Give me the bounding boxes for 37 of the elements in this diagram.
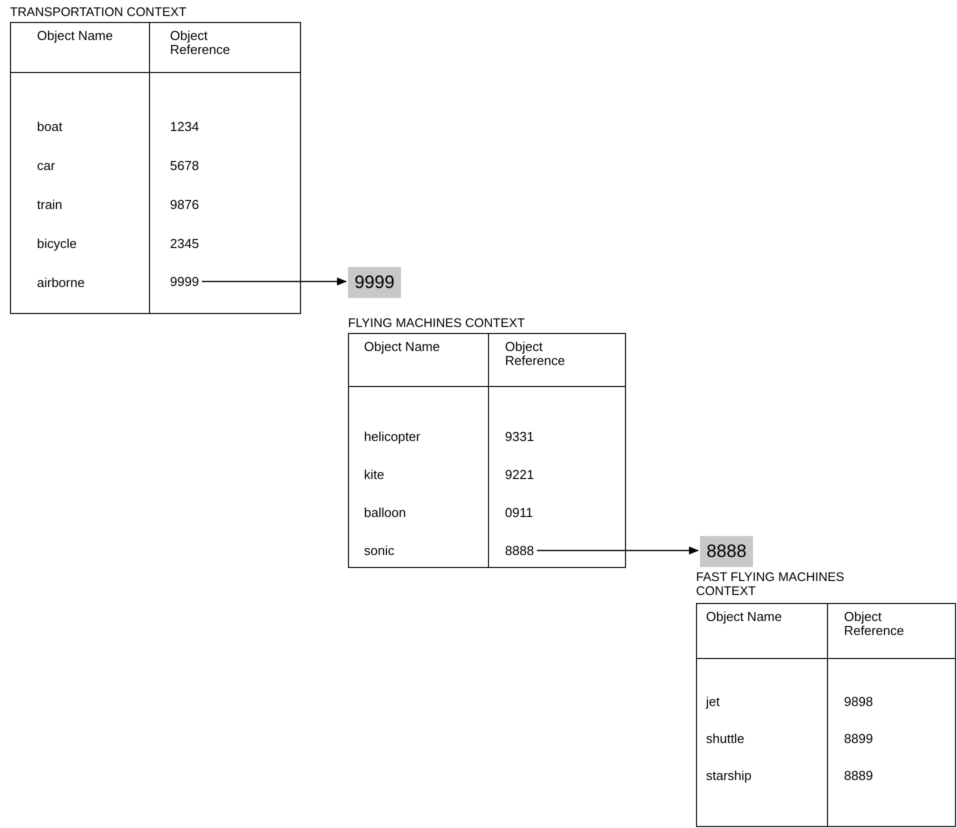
object-reference: 0911 xyxy=(505,505,533,520)
object-name: airborne xyxy=(37,275,85,290)
reference-label: 9999 xyxy=(348,267,401,298)
object-name: sonic xyxy=(364,543,394,558)
object-reference: 9331 xyxy=(505,429,534,444)
context-heading: FLYING MACHINES CONTEXT xyxy=(348,316,525,330)
object-reference: 1234 xyxy=(170,119,199,134)
object-name: train xyxy=(37,197,62,212)
object-name: car xyxy=(37,158,56,173)
object-name: boat xyxy=(37,119,62,134)
object-reference: 9876 xyxy=(170,197,199,212)
object-reference: 2345 xyxy=(170,236,199,251)
object-name: bicycle xyxy=(37,236,77,251)
object-name: jet xyxy=(706,694,720,709)
arrow xyxy=(536,546,699,554)
arrow xyxy=(202,278,347,286)
column-header: Object Name xyxy=(706,610,783,624)
column-header: Object Name xyxy=(37,29,114,43)
reference-label: 8888 xyxy=(700,536,753,567)
column-header: Object Reference xyxy=(844,610,905,638)
column-header: Object Reference xyxy=(505,340,566,368)
object-name: kite xyxy=(364,467,384,482)
column-header: Object Name xyxy=(364,340,441,354)
object-name: starship xyxy=(706,768,752,783)
object-reference: 9221 xyxy=(505,467,534,482)
column-header: Object Reference xyxy=(170,29,231,57)
object-reference: 8889 xyxy=(844,768,873,783)
context-heading: FAST FLYING MACHINES CONTEXT xyxy=(696,570,846,598)
object-reference: 5678 xyxy=(170,158,199,173)
object-name: helicopter xyxy=(364,429,420,444)
object-name: balloon xyxy=(364,505,406,520)
context-heading: TRANSPORTATION CONTEXT xyxy=(10,5,186,19)
object-reference: 8888 xyxy=(505,543,534,558)
object-reference: 8899 xyxy=(844,731,873,746)
object-name: shuttle xyxy=(706,731,744,746)
object-reference: 9999 xyxy=(170,274,199,289)
object-reference: 9898 xyxy=(844,694,873,709)
